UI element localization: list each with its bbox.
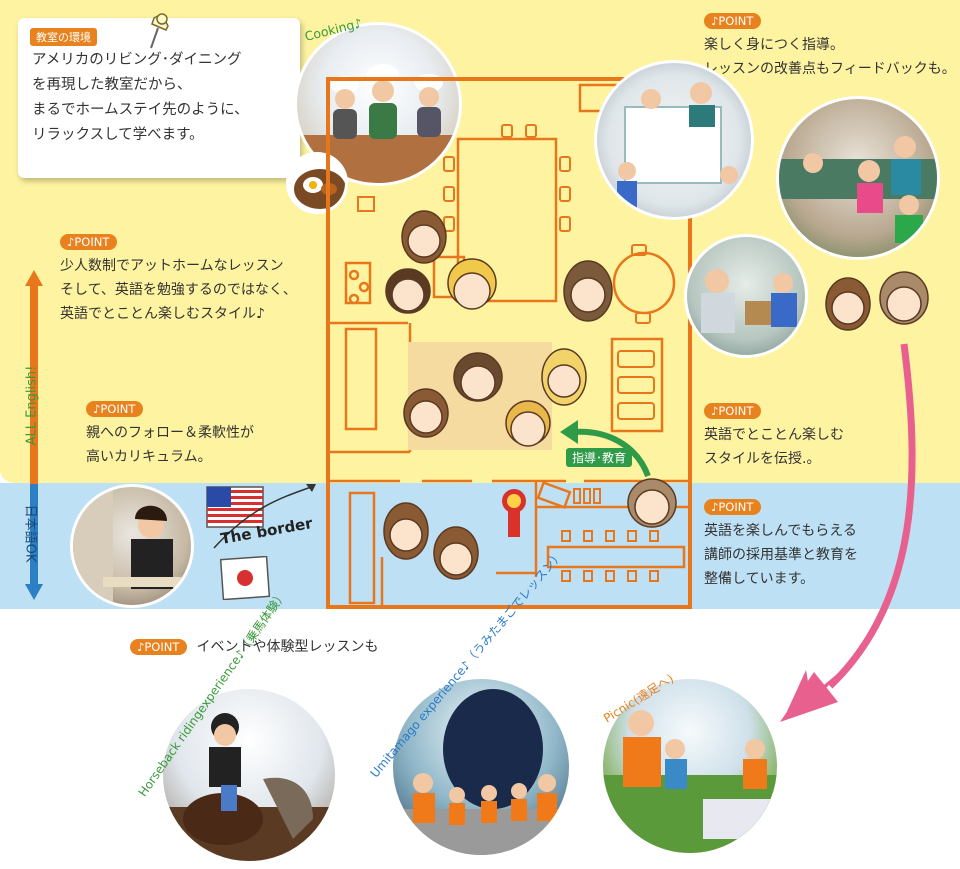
japan-flag-icon [220, 556, 270, 600]
instruction-label: 指導･教育 [566, 448, 633, 467]
point-badge: ♪POINT [704, 403, 762, 419]
point-badge: ♪POINT [704, 13, 762, 29]
pushpin-icon [150, 13, 169, 49]
point-line: 少人数制でアットホームなレッスン [60, 258, 284, 274]
point-badge: ♪POINT [60, 234, 118, 250]
point-badge: ♪POINT [704, 499, 762, 515]
pink-curved-arrow-icon [780, 343, 916, 722]
point-line: 楽しく身につく指導。 [704, 37, 844, 53]
staff-office-photo [70, 484, 194, 608]
intro-note-card: 教室の環境 アメリカのリビング･ダイニング を再現した教室だから、 まるでホーム… [18, 18, 300, 178]
point-line: 英語でとことん楽しむスタイル♪ [60, 306, 265, 322]
note-line: アメリカのリビング･ダイニング [32, 52, 242, 68]
events-badge: ♪POINT [130, 639, 188, 655]
note-body: アメリカのリビング･ダイニング を再現した教室だから、 まるでホームステイ先のよ… [32, 48, 290, 148]
gumball-machine-icon [502, 489, 526, 537]
point-line: 英語を楽しんでもらえる [704, 523, 857, 539]
note-tag: 教室の環境 [30, 28, 97, 46]
teacher-poster-photo [594, 60, 754, 220]
point-line: 親へのフォロー＆柔軟性が [86, 425, 254, 441]
events-title: イベントや体験型レッスンも [196, 639, 379, 655]
point-line: レッスンの改善点もフィードバックも。 [704, 61, 956, 77]
point-line: スタイルを伝授.。 [704, 451, 821, 467]
note-line: まるでホームステイ先のように、 [32, 102, 249, 118]
point-line: 整備しています。 [704, 571, 815, 587]
point-block: ♪POINT 英語を楽しんでもらえる 講師の採用基準と教育を 整備しています。 [704, 496, 858, 591]
people-illustrations [383, 210, 677, 580]
point-block: ♪POINT 英語でとことん楽しむ スタイルを伝授.。 [704, 400, 844, 471]
instruction-arrow-icon [560, 420, 651, 478]
point-line: そして、英語を勉強するのではなく、 [60, 282, 297, 298]
craft-activity-photo [684, 234, 808, 358]
point-line: 講師の採用基準と教育を [704, 547, 858, 563]
living-room-photo [776, 96, 940, 260]
point-line: 英語でとことん楽しむ [704, 427, 844, 443]
japanese-ok-label: 日本語OK [22, 504, 38, 563]
all-english-label: ALL English! [24, 365, 40, 446]
point-block: ♪POINT 楽しく身につく指導。 レッスンの改善点もフィードバックも。 [704, 10, 956, 81]
point-badge: ♪POINT [86, 401, 144, 417]
language-axis-arrow-icon [25, 270, 43, 600]
food-photo [286, 152, 348, 214]
note-line: を再現した教室だから、 [32, 77, 192, 93]
umitamago-photo [390, 676, 572, 858]
border-line-arrow-icon [213, 484, 316, 549]
point-block: ♪POINT 少人数制でアットホームなレッスン そして、英語を勉強するのではなく… [60, 231, 297, 326]
point-line: 高いカリキュラム。 [86, 449, 212, 465]
point-block: ♪POINT 親へのフォロー＆柔軟性が 高いカリキュラム。 [86, 398, 254, 469]
note-line: リラックスして学べます。 [32, 127, 204, 143]
events-header: ♪POINT イベントや体験型レッスンも [130, 636, 378, 656]
teacher-faces-illustration [825, 271, 929, 331]
